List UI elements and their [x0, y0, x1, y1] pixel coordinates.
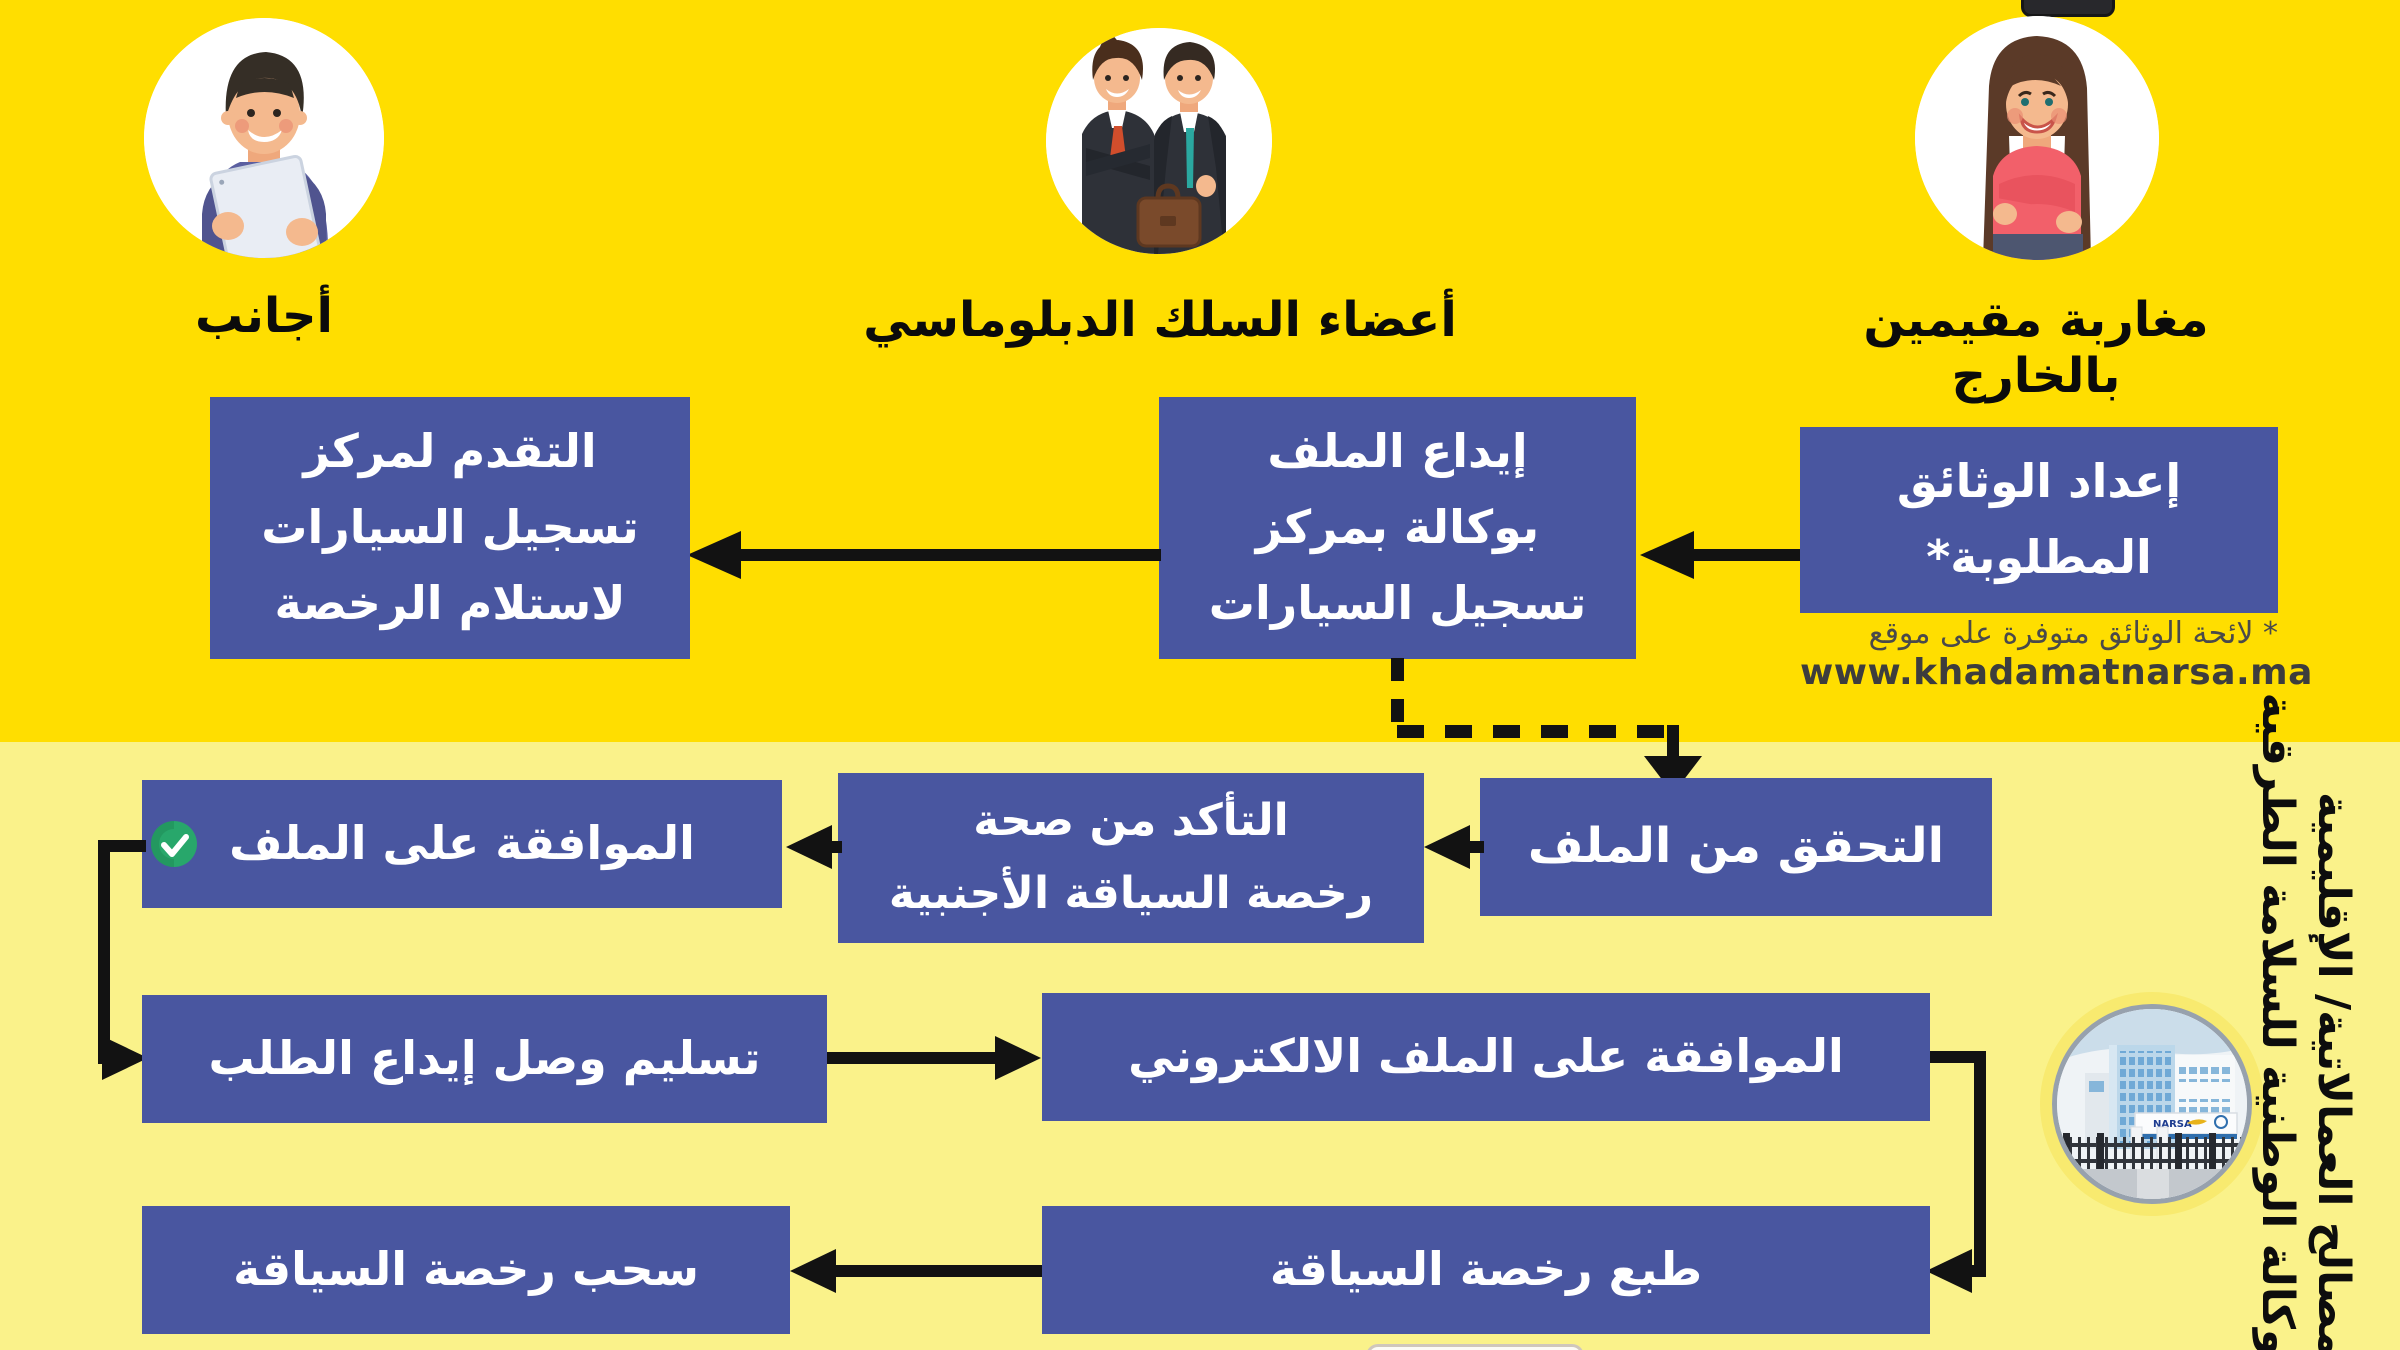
elbow-right-top-segment [1930, 1051, 1986, 1063]
step-line: رخصة السياقة الأجنبية [888, 868, 1374, 919]
arrow-head-verify-to-approve [786, 825, 832, 869]
two-businessmen-illustration [1046, 28, 1272, 254]
woman-avatar-icon [1915, 16, 2159, 260]
step-line: بوكالة بمركز [1255, 500, 1540, 555]
dashed-connector-vertical [1391, 658, 1404, 730]
website-url: www.khadamatnarsa.ma [1800, 652, 2313, 693]
arrow-head-print-to-withdraw [790, 1249, 836, 1293]
step-line: التقدم لمركز [303, 424, 597, 479]
step-line: المطلوبة* [1926, 530, 2152, 584]
step-print-driving-license: طبع رخصة السياقة [1042, 1206, 1930, 1334]
step-line: إعداد الوثائق [1896, 454, 2182, 509]
arrow-head-deposit-to-center [687, 531, 741, 579]
step-prepare-documents: إعداد الوثائق المطلوبة* [1800, 427, 2278, 613]
actor-label-expatriates: مغاربة مقيمين بالخارج [1863, 292, 2209, 404]
narsa-building-illustration: NARSA [2057, 1009, 2247, 1199]
step-check-file: التحقق من الملف [1480, 778, 1992, 916]
arrow-head-prepare-to-deposit [1640, 531, 1694, 579]
step-line: الموافقة على الملف [229, 816, 695, 871]
elbow-right-vertical-segment [1974, 1051, 1986, 1277]
step-line: التحقق من الملف [1527, 818, 1945, 875]
step-approve-file: الموافقة على الملف [142, 780, 782, 908]
arrow-line-check-to-verify [1464, 841, 1484, 853]
man-with-tablet-avatar-icon [144, 18, 384, 258]
step-approve-electronic-file: الموافقة على الملف الالكتروني [1042, 993, 1930, 1121]
step-line: طبع رخصة السياقة [1269, 1242, 1703, 1297]
documents-footnote: * لائحة الوثائق متوفرة على موقع [1868, 616, 2278, 651]
top-edge-pill-shape [2021, 0, 2115, 17]
step-line: الموافقة على الملف الالكتروني [1128, 1029, 1844, 1084]
woman-illustration [1915, 16, 2159, 260]
agency-side-caption: المصالح العمالاتية/ الإقليمية للوكالة ال… [2249, 692, 2361, 1350]
arrow-line-verify-to-approve [826, 841, 842, 853]
step-line: لاستلام الرخصة [274, 575, 626, 630]
step-deliver-deposit-receipt: تسليم وصل إيداع الطلب [142, 995, 827, 1123]
man-with-tablet-illustration [144, 18, 384, 258]
elbow-left-top-segment [98, 840, 146, 852]
arrow-head-check-to-verify [1424, 825, 1470, 869]
arrow-head-into-print-license [1926, 1249, 1972, 1293]
step-deposit-file: إيداع الملف بوكالة بمركز تسجيل السيارات [1159, 397, 1636, 659]
step-line: إيداع الملف [1267, 424, 1528, 479]
arrow-head-deliver-to-efile [995, 1036, 1041, 1080]
two-businessmen-avatar-icon [1046, 28, 1272, 254]
step-go-to-registration-center: التقدم لمركز تسجيل السيارات لاستلام الرخ… [210, 397, 690, 659]
step-withdraw-driving-license: سحب رخصة السياقة [142, 1206, 790, 1334]
arrow-line-prepare-to-deposit [1690, 549, 1800, 561]
actor-label-diplomats: أعضاء السلك الدبلوماسي [863, 292, 1457, 348]
building-sign-text: NARSA [2153, 1119, 2192, 1130]
step-line: تسليم وصل إيداع الطلب [208, 1031, 761, 1086]
step-line: التأكد من صحة [973, 795, 1289, 847]
arrow-head-into-deliver-receipt [102, 1036, 148, 1080]
elbow-left-vertical-segment [98, 840, 110, 1064]
actor-label-foreigners: أجانب [195, 288, 333, 344]
step-verify-foreign-license: التأكد من صحة رخصة السياقة الأجنبية [838, 773, 1424, 943]
partial-bottom-box [1366, 1344, 1584, 1350]
agency-caption-line1: المصالح العمالاتية/ الإقليمية [2308, 791, 2359, 1350]
arrow-line-print-to-withdraw [830, 1265, 1042, 1277]
narsa-building-image: NARSA [2052, 1004, 2252, 1204]
agency-caption-line2: للوكالة الوطنية للسلامة الطرقية [2252, 692, 2303, 1350]
step-line: تسجيل السيارات [1208, 575, 1587, 630]
check-icon [151, 821, 197, 867]
step-line: تسجيل السيارات [261, 500, 639, 555]
step-line: سحب رخصة السياقة [233, 1242, 699, 1297]
connector-stem-down [1667, 725, 1679, 759]
arrow-line-deposit-to-center [737, 549, 1161, 561]
dashed-connector-horizontal [1397, 725, 1675, 738]
arrow-line-deliver-to-efile [827, 1052, 999, 1064]
